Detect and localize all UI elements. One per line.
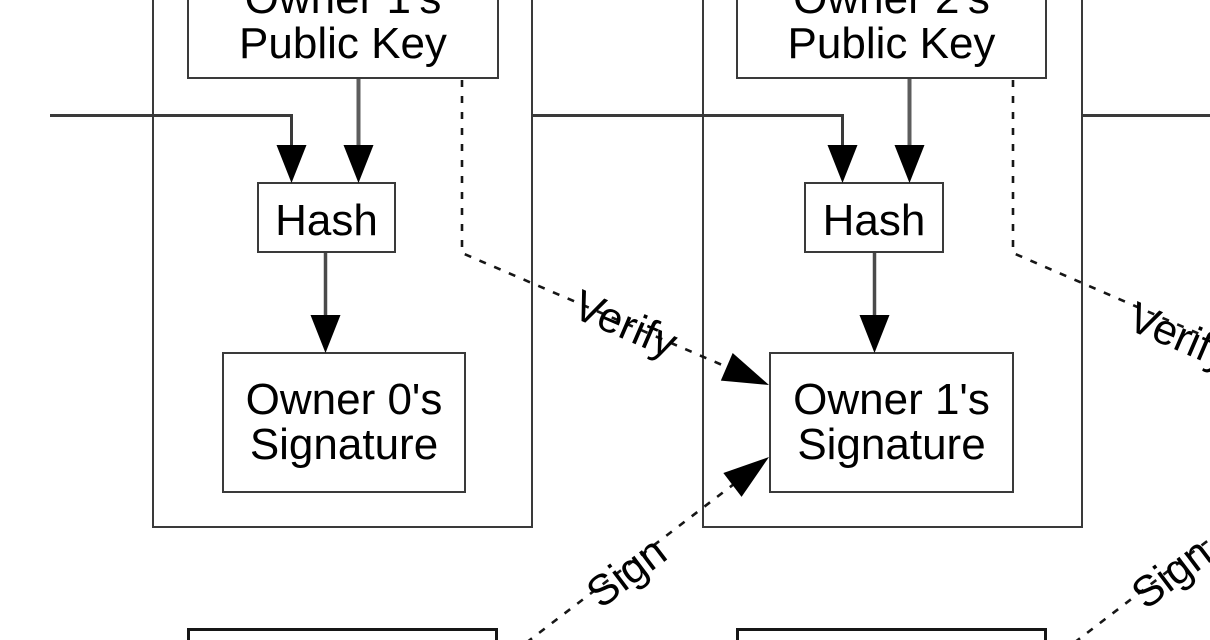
signature-label-left-line1: Owner 0's <box>245 375 443 424</box>
public-key-box-left <box>187 0 499 79</box>
hash-box-right <box>804 182 944 253</box>
public-key-label-right-line2: Public Key <box>787 19 996 68</box>
hash-label-right: Hash <box>822 196 926 245</box>
sign-dashed-line-right <box>1075 537 1210 640</box>
verify-dashed-line-right <box>1011 80 1210 340</box>
private-key-box-right <box>736 628 1047 640</box>
public-key-label-left-line1: Owner 1's <box>187 0 499 21</box>
arrowhead-icon <box>859 315 890 353</box>
signature-label-left: Owner 0's Signature <box>222 377 466 467</box>
arrowhead-icon <box>720 353 769 385</box>
signature-label-left-line2: Signature <box>249 420 439 469</box>
signature-box-left <box>222 352 466 493</box>
arrowhead-icon <box>310 315 341 353</box>
public-key-label-right-line1: Owner 2's <box>736 0 1047 21</box>
chain-line-left <box>50 114 293 150</box>
arrowhead-icon <box>723 457 769 497</box>
transaction-box-right <box>702 0 1083 528</box>
arrowhead-icon <box>343 145 374 183</box>
arrowhead-icon <box>827 145 858 183</box>
arrowhead-icon <box>276 145 307 183</box>
sign-dashed-line-left <box>527 482 735 640</box>
signature-label-right-line2: Signature <box>797 420 986 469</box>
public-key-label-left: Owner 1's Public Key <box>187 0 499 66</box>
private-key-box-left <box>187 628 498 640</box>
chain-line-middle <box>533 114 844 150</box>
hash-label-left: Hash <box>275 196 378 245</box>
public-key-label-right: Owner 2's Public Key <box>736 0 1047 66</box>
signature-label-right-line1: Owner 1's <box>793 375 990 424</box>
signature-label-right: Owner 1's Signature <box>769 377 1014 467</box>
transaction-box-left <box>152 0 533 528</box>
public-key-label-left-line2: Public Key <box>239 19 447 68</box>
hash-box-left <box>257 182 396 253</box>
public-key-box-right <box>736 0 1047 79</box>
arrowhead-icon <box>894 145 925 183</box>
signature-box-right <box>769 352 1014 493</box>
